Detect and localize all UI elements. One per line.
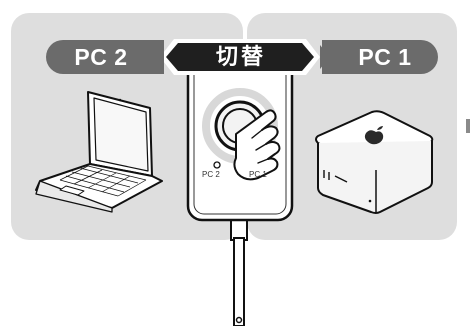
- port-label-pc1: PC 1: [249, 170, 267, 179]
- edge-mark: [466, 119, 470, 133]
- cable-icon: [230, 217, 248, 326]
- hand-pointer-icon: [233, 109, 281, 181]
- switch-banner: [150, 39, 330, 75]
- laptop-icon: [35, 91, 163, 213]
- mini-pc-icon: [315, 110, 434, 214]
- apple-logo-icon: [364, 126, 384, 145]
- pc1-label: PC 1: [322, 40, 438, 74]
- pc2-label: PC 2: [46, 40, 164, 74]
- switch-label: 切替: [215, 44, 266, 69]
- port-label-pc2: PC 2: [202, 170, 220, 179]
